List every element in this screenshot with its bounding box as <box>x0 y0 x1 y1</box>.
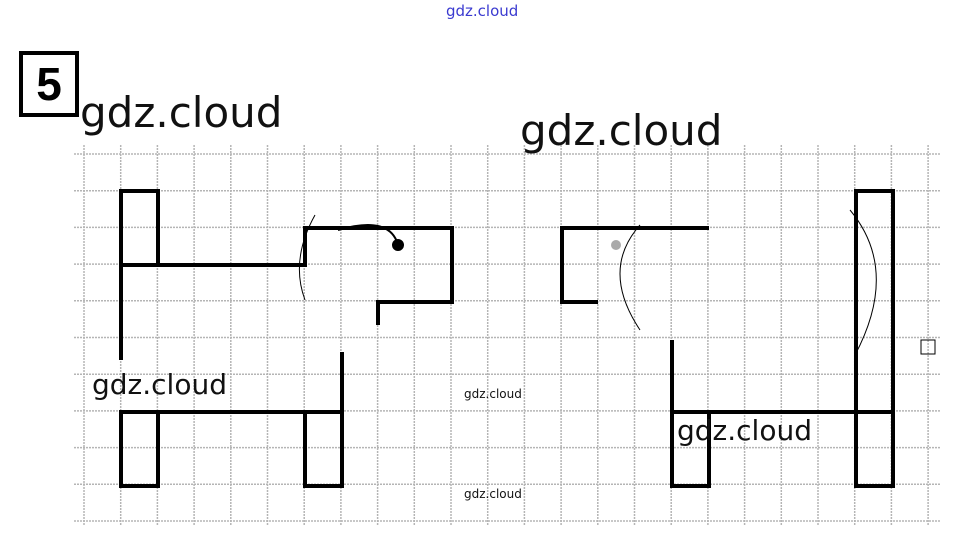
watermark: gdz.cloud <box>92 368 227 401</box>
left-figure-dot <box>392 239 404 251</box>
right-figure-outline <box>854 410 895 488</box>
right-figure-dot <box>611 240 621 250</box>
right-figure-arc <box>619 224 641 331</box>
small-square <box>920 339 936 355</box>
left-figure-outline <box>119 410 160 488</box>
watermark: gdz.cloud <box>677 414 812 447</box>
left-figure <box>119 189 454 488</box>
left-figure-outline <box>303 410 344 488</box>
right-figure-outline <box>560 226 709 304</box>
right-figure-arc <box>849 209 877 356</box>
exercise-number: 5 <box>19 51 79 117</box>
right-figure-outline <box>670 410 711 488</box>
watermark: gdz.cloud <box>80 88 283 137</box>
left-figure-outline <box>121 226 454 325</box>
watermark: gdz.cloud <box>520 106 723 155</box>
right-figure <box>560 189 936 488</box>
watermark: gdz.cloud <box>464 487 522 501</box>
left-figure-arc <box>298 214 316 301</box>
top-watermark: gdz.cloud <box>446 2 519 20</box>
watermark: gdz.cloud <box>464 387 522 401</box>
grid-lines <box>74 145 940 525</box>
